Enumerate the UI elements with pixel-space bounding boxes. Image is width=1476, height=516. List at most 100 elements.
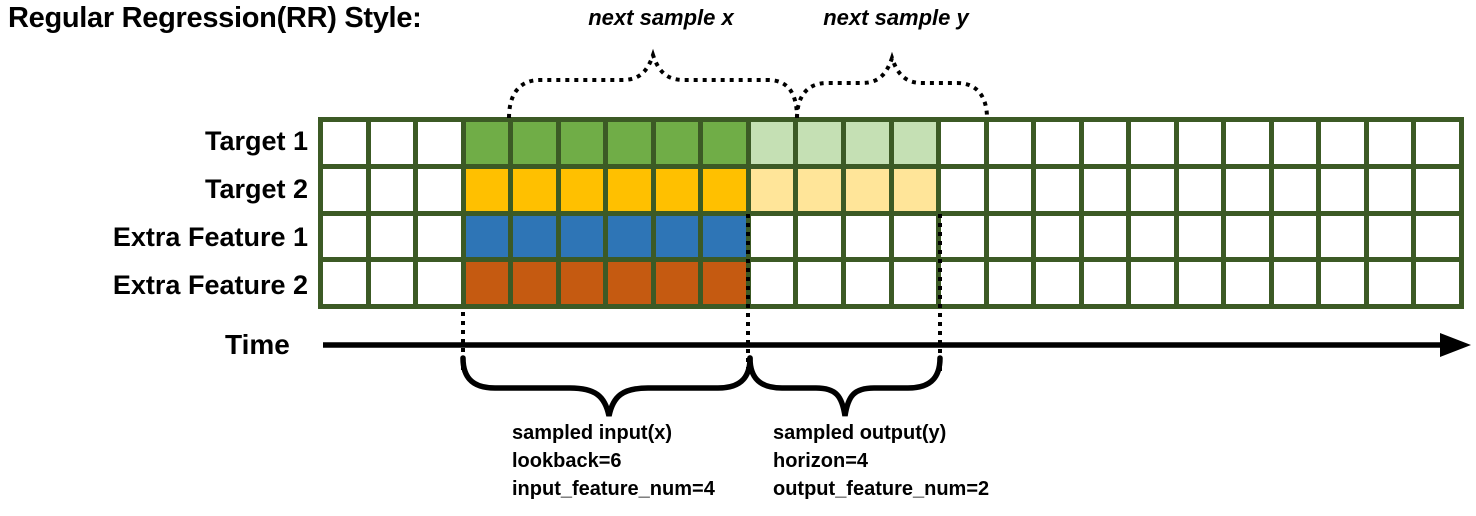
grid-cell bbox=[1273, 122, 1317, 164]
grid-cell bbox=[988, 168, 1032, 211]
grid-cell bbox=[1131, 122, 1174, 164]
grid-cell bbox=[1036, 168, 1079, 211]
grid-cell bbox=[1036, 215, 1079, 258]
grid-cell bbox=[560, 168, 604, 211]
grid-cell bbox=[893, 168, 937, 211]
grid-cell bbox=[560, 122, 604, 164]
grid-cell bbox=[560, 215, 604, 258]
lookback-value: lookback=6 bbox=[512, 450, 622, 472]
grid-cell bbox=[370, 262, 414, 304]
row-labels: Target 1 Target 2 Extra Feature 1 Extra … bbox=[0, 117, 308, 309]
grid-cell bbox=[893, 122, 937, 164]
next-sample-x-label: next sample x bbox=[588, 5, 734, 30]
grid-cell bbox=[370, 168, 414, 211]
grid-cell bbox=[323, 215, 366, 258]
grid-cell bbox=[798, 168, 841, 211]
sampled-output-info: sampled output(y) horizon=4 output_featu… bbox=[773, 419, 989, 503]
grid-cell bbox=[1036, 262, 1079, 304]
grid-cell bbox=[465, 122, 509, 164]
grid-cell bbox=[1083, 262, 1127, 304]
grid-cell bbox=[1178, 168, 1222, 211]
grid-cell bbox=[1083, 122, 1127, 164]
diagram-title: Regular Regression(RR) Style: bbox=[8, 2, 422, 34]
sampled-input-brace bbox=[460, 355, 753, 417]
grid-cell bbox=[465, 262, 509, 304]
grid-cell bbox=[323, 122, 366, 164]
grid-cell bbox=[323, 168, 366, 211]
next-sample-y-label: next sample y bbox=[823, 5, 969, 30]
grid-cell bbox=[1131, 168, 1174, 211]
grid-cell bbox=[655, 215, 699, 258]
grid-cell bbox=[1416, 168, 1459, 211]
grid-cell bbox=[941, 262, 984, 304]
grid-cell bbox=[513, 262, 556, 304]
next-sample-y-brace bbox=[795, 51, 989, 119]
grid-cell bbox=[513, 215, 556, 258]
grid-cell bbox=[1321, 262, 1364, 304]
grid-cell bbox=[1083, 168, 1127, 211]
grid-cell bbox=[988, 215, 1032, 258]
grid-cell bbox=[418, 122, 461, 164]
grid-cell bbox=[418, 215, 461, 258]
output-feature-num: output_feature_num=2 bbox=[773, 478, 990, 500]
grid-cell bbox=[1368, 168, 1412, 211]
grid-cell bbox=[1273, 168, 1317, 211]
grid-cell bbox=[1083, 215, 1127, 258]
grid-cell bbox=[655, 262, 699, 304]
grid-cell bbox=[465, 168, 509, 211]
grid-cell bbox=[1131, 262, 1174, 304]
grid-cell bbox=[655, 168, 699, 211]
grid-cell bbox=[750, 122, 794, 164]
grid-cell bbox=[465, 215, 509, 258]
grid-cell bbox=[703, 262, 746, 304]
grid-cell bbox=[988, 122, 1032, 164]
sampled-output-brace bbox=[747, 355, 943, 417]
grid-cell bbox=[418, 168, 461, 211]
time-series-grid bbox=[318, 117, 1464, 309]
grid-cell bbox=[703, 215, 746, 258]
time-axis-arrowhead-icon bbox=[1440, 333, 1471, 357]
grid-cell bbox=[988, 262, 1032, 304]
grid-cell bbox=[845, 215, 889, 258]
time-axis-label: Time bbox=[225, 329, 290, 360]
grid-cell bbox=[1226, 262, 1269, 304]
grid-cell bbox=[1036, 122, 1079, 164]
grid-cell bbox=[1273, 262, 1317, 304]
row-label-extra-feature-1: Extra Feature 1 bbox=[112, 222, 308, 252]
row-label-extra-feature-2: Extra Feature 2 bbox=[112, 270, 308, 300]
sampled-input-info: sampled input(x) lookback=6 input_featur… bbox=[512, 419, 715, 503]
grid-cell bbox=[798, 215, 841, 258]
row-label-target-2: Target 2 bbox=[204, 174, 308, 204]
grid-cell bbox=[893, 215, 937, 258]
grid-cell bbox=[513, 168, 556, 211]
grid-cell bbox=[608, 262, 651, 304]
grid-cell bbox=[941, 168, 984, 211]
grid-cell bbox=[703, 122, 746, 164]
grid-cell bbox=[1368, 215, 1412, 258]
grid-cell bbox=[1321, 122, 1364, 164]
grid-cell bbox=[1226, 168, 1269, 211]
grid-cell bbox=[1368, 262, 1412, 304]
grid-cell bbox=[1416, 215, 1459, 258]
grid-cell bbox=[608, 122, 651, 164]
grid-cell bbox=[1416, 122, 1459, 164]
grid-cell bbox=[608, 168, 651, 211]
grid-cell bbox=[750, 262, 794, 304]
grid-cell bbox=[798, 122, 841, 164]
grid-cell bbox=[1273, 215, 1317, 258]
grid-cell bbox=[941, 215, 984, 258]
sampled-input-title: sampled input(x) bbox=[512, 422, 673, 444]
grid-cell bbox=[1178, 122, 1222, 164]
grid-cell bbox=[1178, 262, 1222, 304]
grid-cell bbox=[703, 168, 746, 211]
grid-cell bbox=[845, 122, 889, 164]
grid-cell bbox=[1321, 215, 1364, 258]
grid-cell bbox=[845, 168, 889, 211]
grid-cell bbox=[1226, 122, 1269, 164]
grid-cell bbox=[941, 122, 984, 164]
grid-cell bbox=[750, 168, 794, 211]
grid-cell bbox=[845, 262, 889, 304]
grid-cell bbox=[323, 262, 366, 304]
row-label-target-1: Target 1 bbox=[204, 126, 308, 156]
